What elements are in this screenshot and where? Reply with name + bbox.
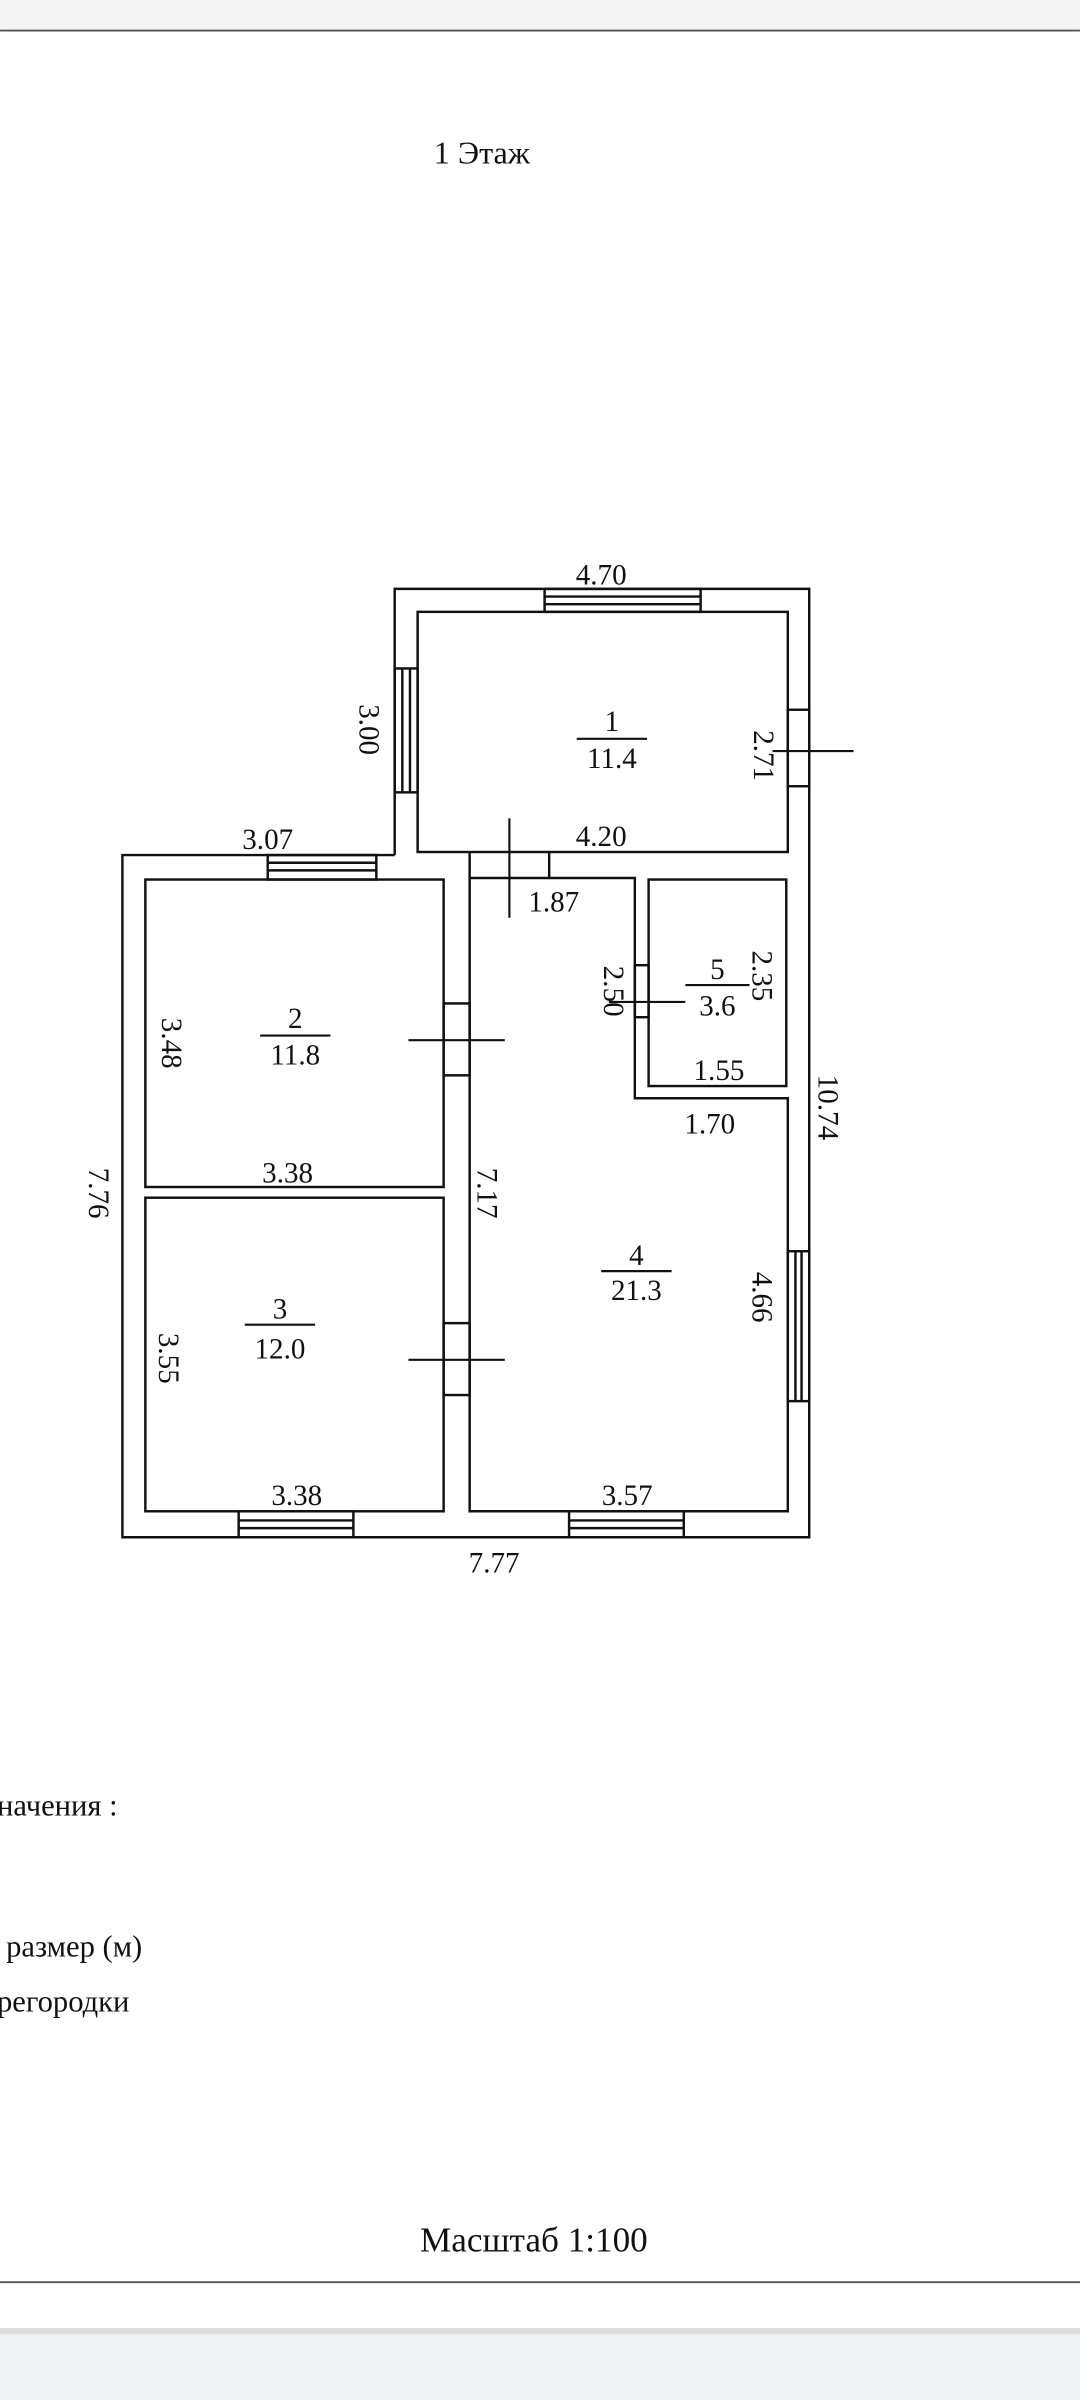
window-right-room4: [786, 1250, 811, 1403]
svg-text:4.20: 4.20: [576, 821, 627, 853]
svg-text:2.71: 2.71: [747, 730, 779, 781]
svg-text:4: 4: [629, 1240, 644, 1272]
svg-text:3.00: 3.00: [353, 704, 385, 755]
svg-text:1.55: 1.55: [694, 1055, 745, 1087]
svg-text:1: 1: [605, 706, 620, 738]
svg-text:3.57: 3.57: [602, 1480, 653, 1512]
window-left-room1: [393, 667, 419, 794]
svg-text:3.38: 3.38: [271, 1480, 322, 1512]
svg-text:11.4: 11.4: [587, 743, 637, 775]
legend-heading: начения :: [0, 1789, 118, 1823]
svg-text:3.6: 3.6: [699, 991, 735, 1023]
window-bottom-room3: [237, 1510, 355, 1539]
svg-text:3.55: 3.55: [152, 1333, 184, 1384]
scale-label: Масштаб 1:100: [420, 2221, 648, 2260]
svg-text:7.17: 7.17: [470, 1168, 502, 1219]
svg-text:7.77: 7.77: [469, 1547, 520, 1579]
legend-item-size: размер (м): [6, 1929, 142, 1963]
window-top: [543, 587, 702, 614]
svg-text:3: 3: [273, 1294, 288, 1326]
room-4: 421.3: [601, 1240, 672, 1307]
svg-text:3.48: 3.48: [155, 1018, 187, 1069]
svg-text:1.70: 1.70: [684, 1108, 735, 1140]
legend: начения : размер (м) регородки: [0, 1789, 142, 2019]
svg-text:10.74: 10.74: [811, 1075, 843, 1141]
window-bottom-room4: [567, 1510, 686, 1539]
svg-text:7.76: 7.76: [82, 1168, 114, 1219]
svg-text:4.66: 4.66: [746, 1272, 778, 1323]
room-5: 53.6: [685, 954, 750, 1023]
room-labels: 111.4 211.8 312.0 421.3 53.6: [244, 706, 750, 1365]
svg-text:2.35: 2.35: [746, 950, 778, 1001]
floor-title: 1 Этаж: [434, 135, 531, 171]
svg-text:12.0: 12.0: [255, 1333, 306, 1365]
svg-text:11.8: 11.8: [270, 1040, 320, 1072]
room-2: 211.8: [260, 1003, 331, 1072]
svg-text:5: 5: [710, 954, 725, 986]
doors: [408, 708, 854, 1397]
windows: [237, 587, 811, 1539]
page-sheet: [0, 0, 1080, 2329]
dimension-labels: 4.70 3.00 2.71 4.20 3.07 1.87 3.48 3.38 …: [82, 559, 844, 1579]
legend-item-partitions: регородки: [0, 1984, 129, 2018]
svg-text:2: 2: [288, 1003, 303, 1035]
room-3: 312.0: [244, 1294, 316, 1365]
svg-text:21.3: 21.3: [611, 1275, 662, 1307]
svg-text:3.07: 3.07: [242, 824, 293, 856]
svg-text:3.38: 3.38: [262, 1157, 313, 1189]
window-top-left: [266, 853, 378, 881]
svg-text:1.87: 1.87: [528, 887, 579, 919]
room-1: 111.4: [576, 706, 648, 775]
svg-text:4.70: 4.70: [576, 559, 627, 591]
svg-text:2.50: 2.50: [597, 966, 629, 1017]
